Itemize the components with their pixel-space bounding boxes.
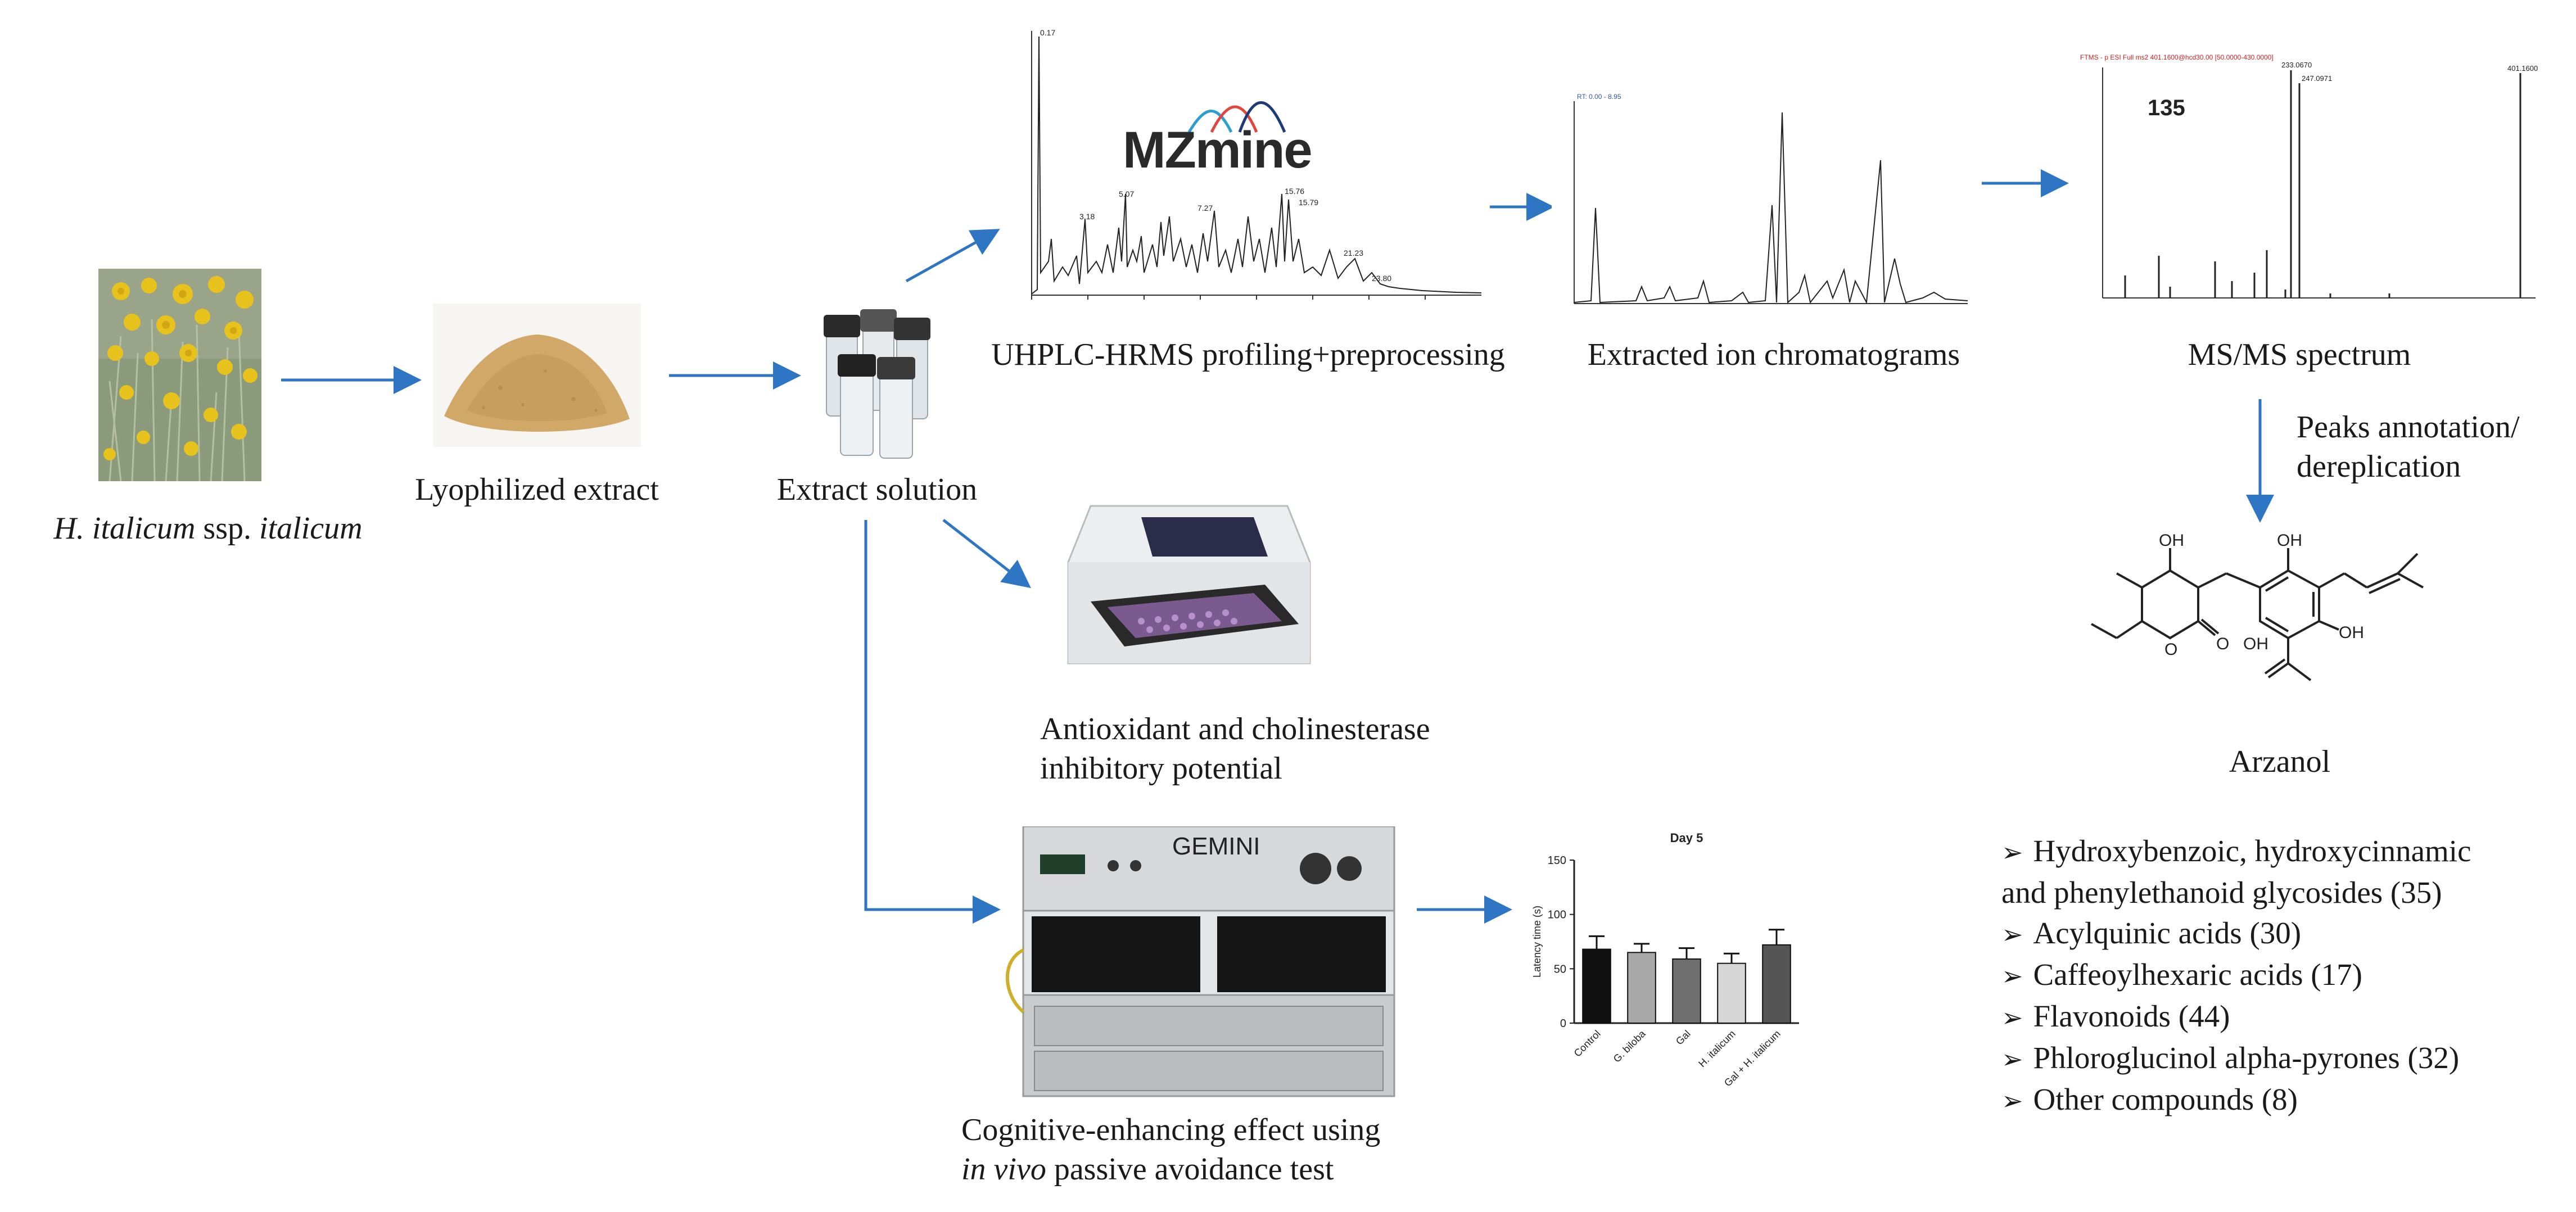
bullet-arrow-icon: ➢	[2001, 837, 2023, 867]
compound-class-text: Hydroxybenzoic, hydroxycinnamic	[2033, 834, 2471, 868]
plant-photo	[98, 269, 261, 481]
plate-reader-image	[1067, 505, 1311, 664]
compound-class-text: Acylquinic acids (30)	[2033, 916, 2302, 950]
svg-text:3.18: 3.18	[1079, 212, 1095, 221]
y-axis-label: Latency time (s)	[1531, 906, 1543, 978]
svg-text:0.17: 0.17	[1040, 28, 1055, 37]
x-tick-label: G. biloba	[1611, 1028, 1648, 1065]
powder-image	[433, 304, 641, 447]
peaks-annotation-line2: dereplication	[2297, 449, 2461, 484]
gemini-device-image: GEMINI	[1005, 826, 1395, 1097]
msms-label: MS/MS spectrum	[2188, 337, 2411, 372]
bar	[1762, 944, 1791, 1024]
lyophilized-label: Lyophilized extract	[415, 472, 659, 507]
antioxidant-line1: Antioxidant and cholinesterase	[1040, 712, 1430, 747]
compound-class-text: Flavonoids (44)	[2033, 999, 2230, 1033]
bullet-arrow-icon: ➢	[2001, 1086, 2023, 1116]
svg-text:15.76: 15.76	[1285, 187, 1304, 196]
antioxidant-line2: inhibitory potential	[1040, 751, 1282, 786]
peaks-annotation-line1: Peaks annotation/	[2297, 410, 2520, 445]
oh-label: OH	[2243, 635, 2268, 653]
msms-spectrum: FTMS - p ESI Full ms2 401.1600@hcd30.00 …	[2075, 51, 2558, 309]
vials-image	[824, 309, 930, 459]
o-label: O	[2164, 640, 2177, 659]
bullet-arrow-icon: ➢	[2001, 961, 2023, 991]
y-tick-label: 100	[1548, 909, 1566, 921]
compound-class-text: Other compounds (8)	[2033, 1082, 2298, 1116]
plant-label: H. italicum ssp. italicum	[53, 511, 363, 546]
compound-class-text-continued: and phenylethanoid glycosides (35)	[2001, 875, 2442, 910]
arzanol-structure: OH OH OH OH O O	[2091, 531, 2424, 681]
eic-label: Extracted ion chromatograms	[1587, 337, 1960, 372]
bar	[1672, 958, 1701, 1024]
bar	[1627, 952, 1656, 1024]
compound-class-text: Caffeoylhexaric acids (17)	[2033, 957, 2362, 992]
mzmine-logo: MZmine	[1110, 93, 1369, 179]
bar	[1717, 962, 1746, 1024]
msms-peak-label: 247.0971	[2302, 74, 2332, 83]
x-tick-label: H. italicum	[1696, 1028, 1738, 1070]
compound-class-item: ➢ Flavonoids (44)	[2001, 996, 2471, 1038]
cognitive-line1: Cognitive-enhancing effect using	[961, 1112, 1381, 1147]
o-label: O	[2216, 635, 2229, 653]
eic-chromatogram: RT: 0.00 - 8.95	[1552, 90, 1979, 326]
cognitive-label: Cognitive-enhancing effect using in vivo…	[961, 1110, 1380, 1189]
bullet-arrow-icon: ➢	[2001, 1044, 2023, 1074]
x-tick-label: Control	[1572, 1028, 1603, 1059]
msms-peak-label: 233.0670	[2281, 61, 2312, 69]
svg-text:15.79: 15.79	[1299, 198, 1318, 207]
bullet-arrow-icon: ➢	[2001, 1002, 2023, 1033]
gemini-device-label: GEMINI	[1172, 833, 1260, 860]
bullet-arrow-icon: ➢	[2001, 919, 2023, 949]
msms-panel-number: 135	[2148, 96, 2185, 120]
bar	[1582, 948, 1611, 1024]
x-tick-label: Gal	[1674, 1028, 1693, 1047]
compound-class-item: ➢ Caffeoylhexaric acids (17)	[2001, 955, 2471, 996]
compound-name: Arzanol	[2229, 744, 2331, 779]
arrow-solution-to-uhplc	[905, 229, 1000, 283]
solution-label: Extract solution	[776, 472, 978, 507]
mzmine-logo-text: MZmine	[1123, 121, 1313, 179]
compound-class-list: ➢ Hydroxybenzoic, hydroxycinnamic and phen…	[2001, 831, 2471, 1121]
compound-class-item: ➢ Acylquinic acids (30)	[2001, 913, 2471, 955]
svg-text:5.07: 5.07	[1119, 189, 1134, 198]
svg-text:21.23: 21.23	[1344, 248, 1363, 257]
y-tick-label: 50	[1554, 963, 1566, 975]
arrow-solution-to-plate-reader	[942, 519, 1031, 589]
peaks-annotation-label: Peaks annotation/ dereplication	[2297, 408, 2520, 486]
svg-text:RT: 0.00 - 8.95: RT: 0.00 - 8.95	[1577, 93, 1621, 101]
svg-text:23.80: 23.80	[1372, 274, 1391, 283]
oh-label: OH	[2277, 531, 2302, 550]
chart-title: Day 5	[1670, 831, 1703, 845]
compound-class-item: ➢ Hydroxybenzoic, hydroxycinnamic	[2001, 831, 2471, 872]
svg-text:FTMS - p ESI Full ms2 401.1600: FTMS - p ESI Full ms2 401.1600@hcd30.00 …	[2080, 53, 2274, 61]
y-tick-label: 150	[1548, 854, 1566, 867]
uhplc-label: UHPLC-HRMS profiling+preprocessing	[991, 337, 1505, 372]
msms-peak-label: 401.1600	[2507, 64, 2538, 73]
compound-class-item: ➢ Other compounds (8)	[2001, 1079, 2471, 1121]
cognitive-line2: in vivo passive avoidance test	[961, 1152, 1334, 1187]
compound-class-item: ➢ Phloroglucinol alpha-pyrones (32)	[2001, 1038, 2471, 1079]
svg-text:7.27: 7.27	[1197, 203, 1213, 212]
arrow-solution-to-gemini	[864, 520, 1001, 924]
oh-label: OH	[2159, 531, 2184, 550]
oh-label: OH	[2339, 623, 2364, 642]
compound-class-text: Phloroglucinol alpha-pyrones (32)	[2033, 1041, 2460, 1075]
y-tick-label: 0	[1560, 1017, 1566, 1030]
antioxidant-label: Antioxidant and cholinesterase inhibitor…	[1040, 709, 1430, 788]
